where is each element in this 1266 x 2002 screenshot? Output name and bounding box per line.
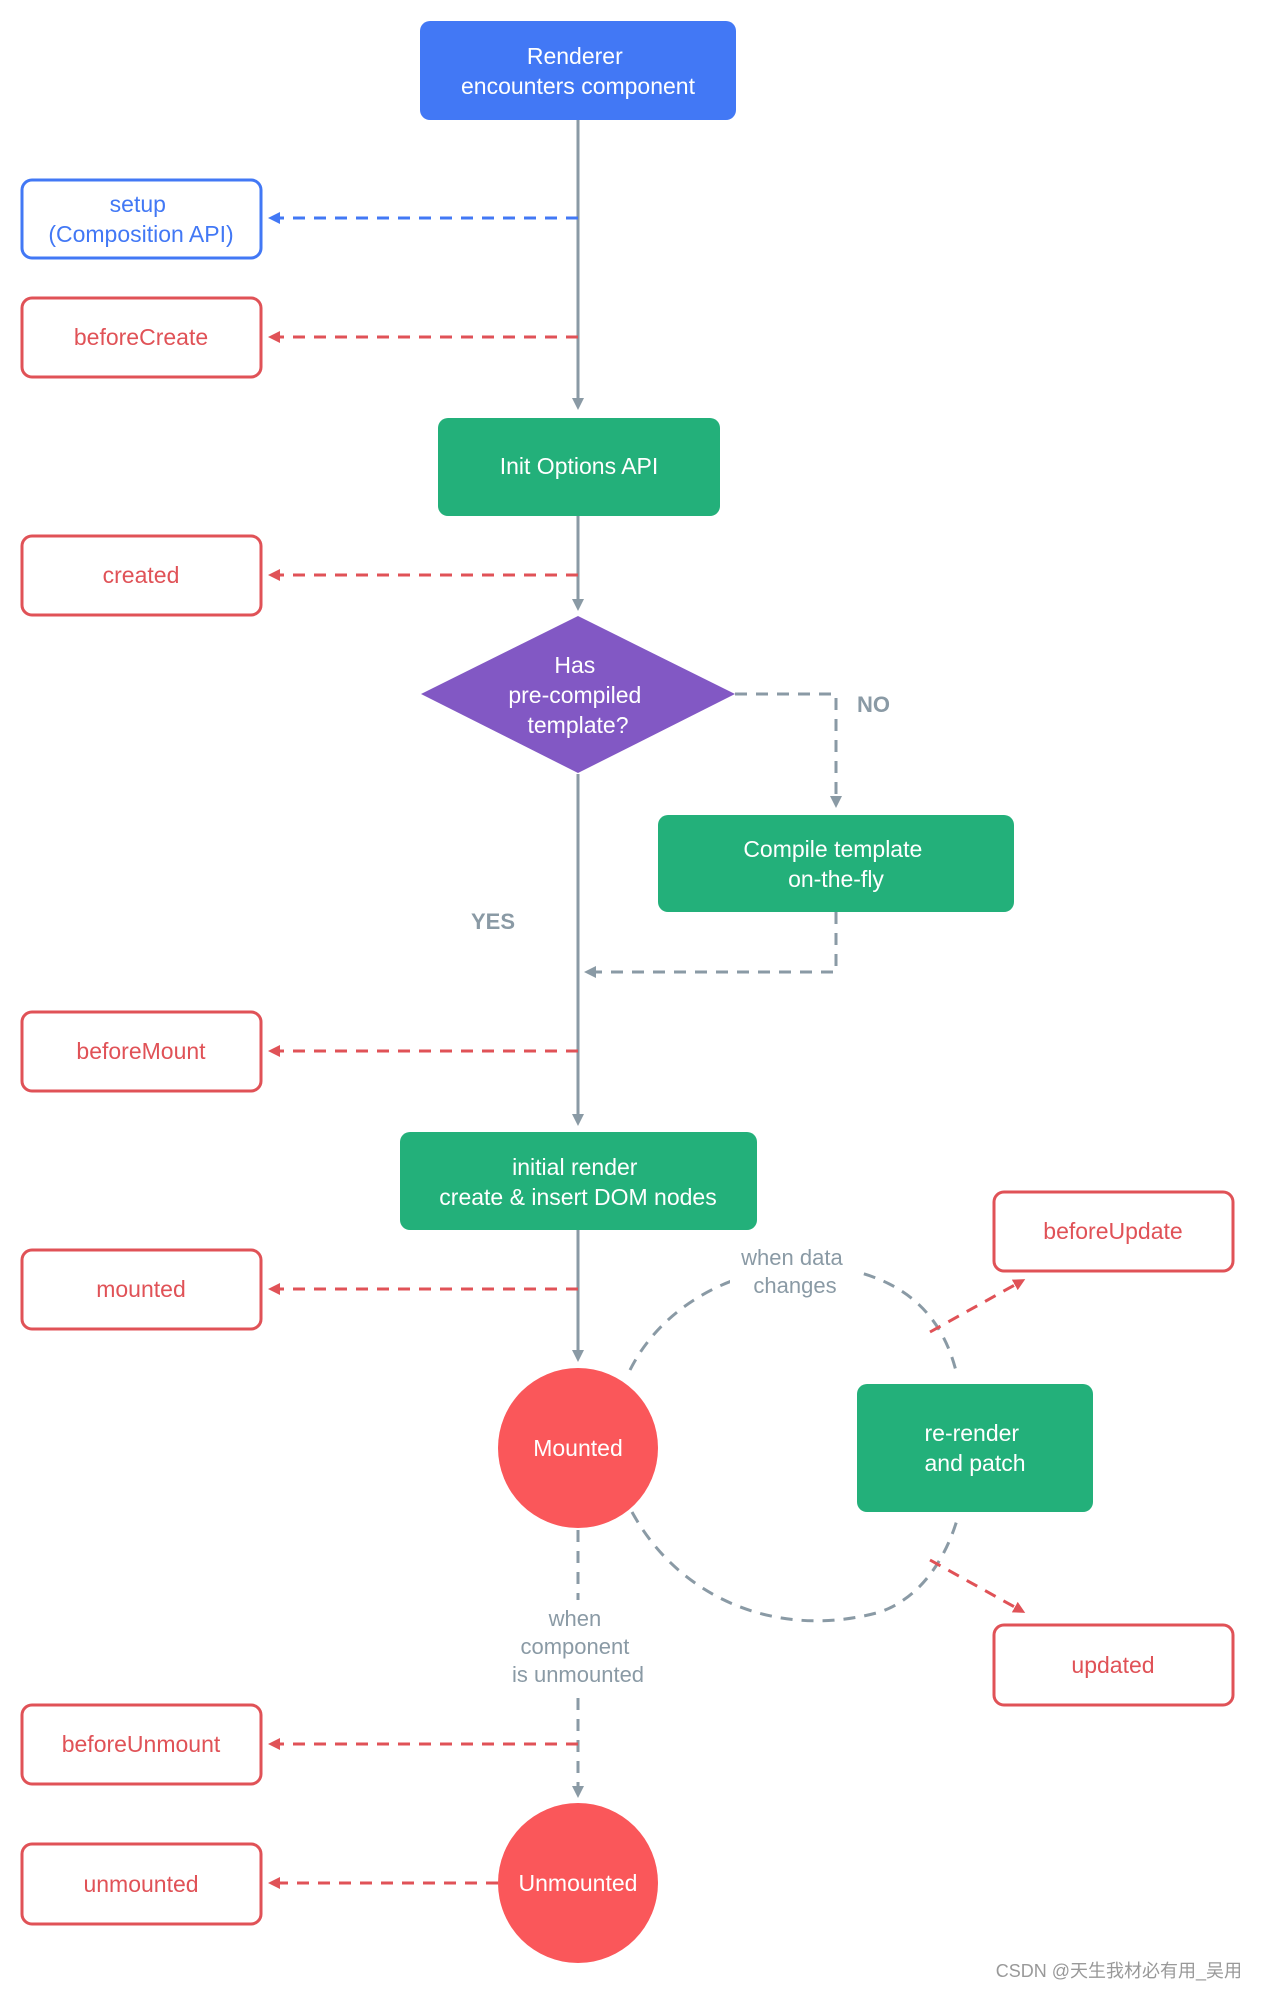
init-options-node: Init Options API	[438, 418, 720, 516]
label-unmounted-line-1: when	[548, 1606, 602, 1631]
hook-unmounted-label: unmounted	[83, 1871, 198, 1897]
svg-text:beforeMount: beforeMount	[76, 1038, 206, 1064]
decision-line-3: template?	[527, 712, 628, 738]
hook-beforeupdate-label: beforeUpdate	[1043, 1218, 1182, 1244]
update-cycle-arc-bottom	[630, 1511, 959, 1623]
compile-node: Compile template on-the-fly	[658, 815, 1014, 912]
hook-unmounted: unmounted	[20, 1842, 263, 1926]
svg-text:beforeUpdate: beforeUpdate	[1043, 1218, 1182, 1244]
renderer-node: Renderer encounters component	[420, 21, 736, 120]
unmounted-state-node: Unmounted	[498, 1803, 658, 1963]
svg-text:Mounted: Mounted	[533, 1435, 623, 1461]
decision-line-1: Has	[554, 652, 595, 678]
watermark: CSDN @天生我材必有用_吴用	[996, 1961, 1242, 1982]
svg-text:unmounted: unmounted	[83, 1871, 198, 1897]
hook-beforemount-label: beforeMount	[76, 1038, 206, 1064]
svg-text:initial render create &: initial render create & insert DOM nodes	[439, 1154, 716, 1210]
svg-text:beforeUnmount: beforeUnmount	[62, 1731, 221, 1757]
edge-decision-no-to-compile	[735, 692, 842, 808]
label-no: NO	[857, 692, 890, 717]
renderer-line-1: Renderer	[527, 43, 623, 69]
mounted-state-label: Mounted	[533, 1435, 623, 1461]
hook-beforecreate-label: beforeCreate	[74, 324, 208, 350]
svg-text:mounted: mounted	[96, 1276, 186, 1302]
initial-render-line-2: create & insert DOM nodes	[439, 1184, 716, 1210]
rerender-line-1: re-render	[925, 1420, 1020, 1446]
decision-node: Has pre-compiled template?	[421, 616, 735, 773]
label-unmounted-bg	[500, 1600, 656, 1690]
hook-mounted: mounted	[20, 1248, 263, 1331]
edge-to-updated	[929, 1558, 1026, 1613]
svg-text:updated: updated	[1071, 1652, 1154, 1678]
rerender-node: re-render and patch	[857, 1384, 1093, 1512]
label-unmounted-line-2: component	[521, 1634, 630, 1659]
hook-mounted-label: mounted	[96, 1276, 186, 1302]
hook-beforeupdate: beforeUpdate	[992, 1190, 1235, 1273]
svg-text:when data changes: when data changes	[740, 1245, 849, 1298]
label-data-changes-line-1: when data	[740, 1245, 843, 1270]
svg-text:beforeCreate: beforeCreate	[74, 324, 208, 350]
compile-line-2: on-the-fly	[788, 866, 884, 892]
svg-text:Renderer encounters comp: Renderer encounters component	[461, 43, 696, 99]
svg-text:setup (Composition API): setup (Composition API)	[48, 191, 233, 247]
initial-render-line-1: initial render	[512, 1154, 638, 1180]
decision-line-2: pre-compiled	[508, 682, 641, 708]
compile-line-1: Compile template	[743, 836, 922, 862]
initial-render-node: initial render create & insert DOM nodes	[400, 1132, 757, 1230]
hook-updated: updated	[992, 1623, 1235, 1707]
hook-updated-label: updated	[1071, 1652, 1154, 1678]
svg-text:Unmounted: Unmounted	[519, 1870, 638, 1896]
hook-beforemount: beforeMount	[20, 1010, 263, 1093]
hook-beforecreate: beforeCreate	[20, 296, 263, 379]
hook-setup-line-1: setup	[110, 191, 166, 217]
hook-setup-line-2: (Composition API)	[48, 221, 233, 247]
edge-compile-back-to-main	[584, 912, 838, 978]
svg-text:Init Options API: Init Options API	[500, 453, 659, 479]
label-yes: YES	[471, 909, 515, 934]
svg-text:re-render and patch: re-render and patch	[924, 1420, 1025, 1476]
hook-beforeunmount: beforeUnmount	[20, 1703, 263, 1786]
label-data-changes-bg	[730, 1245, 860, 1300]
svg-text:when component is unmo: when component is unmounted	[512, 1606, 644, 1687]
hook-beforeunmount-label: beforeUnmount	[62, 1731, 221, 1757]
label-data-changes-line-2: changes	[753, 1273, 836, 1298]
renderer-line-2: encounters component	[461, 73, 696, 99]
hook-setup: setup (Composition API)	[20, 178, 263, 260]
edge-to-beforeupdate	[929, 1279, 1026, 1334]
svg-text:created: created	[103, 562, 180, 588]
hook-created: created	[20, 534, 263, 617]
svg-text:Has pre-compiled t: Has pre-compiled template?	[508, 652, 647, 738]
hook-created-label: created	[103, 562, 180, 588]
init-options-label: Init Options API	[500, 453, 659, 479]
unmounted-state-label: Unmounted	[519, 1870, 638, 1896]
hook-edges	[268, 212, 1026, 1889]
svg-text:Compile template on-the-: Compile template on-the-fly	[743, 836, 928, 892]
label-unmounted-line-3: is unmounted	[512, 1662, 644, 1687]
rerender-line-2: and patch	[924, 1450, 1025, 1476]
mounted-state-node: Mounted	[498, 1368, 658, 1528]
